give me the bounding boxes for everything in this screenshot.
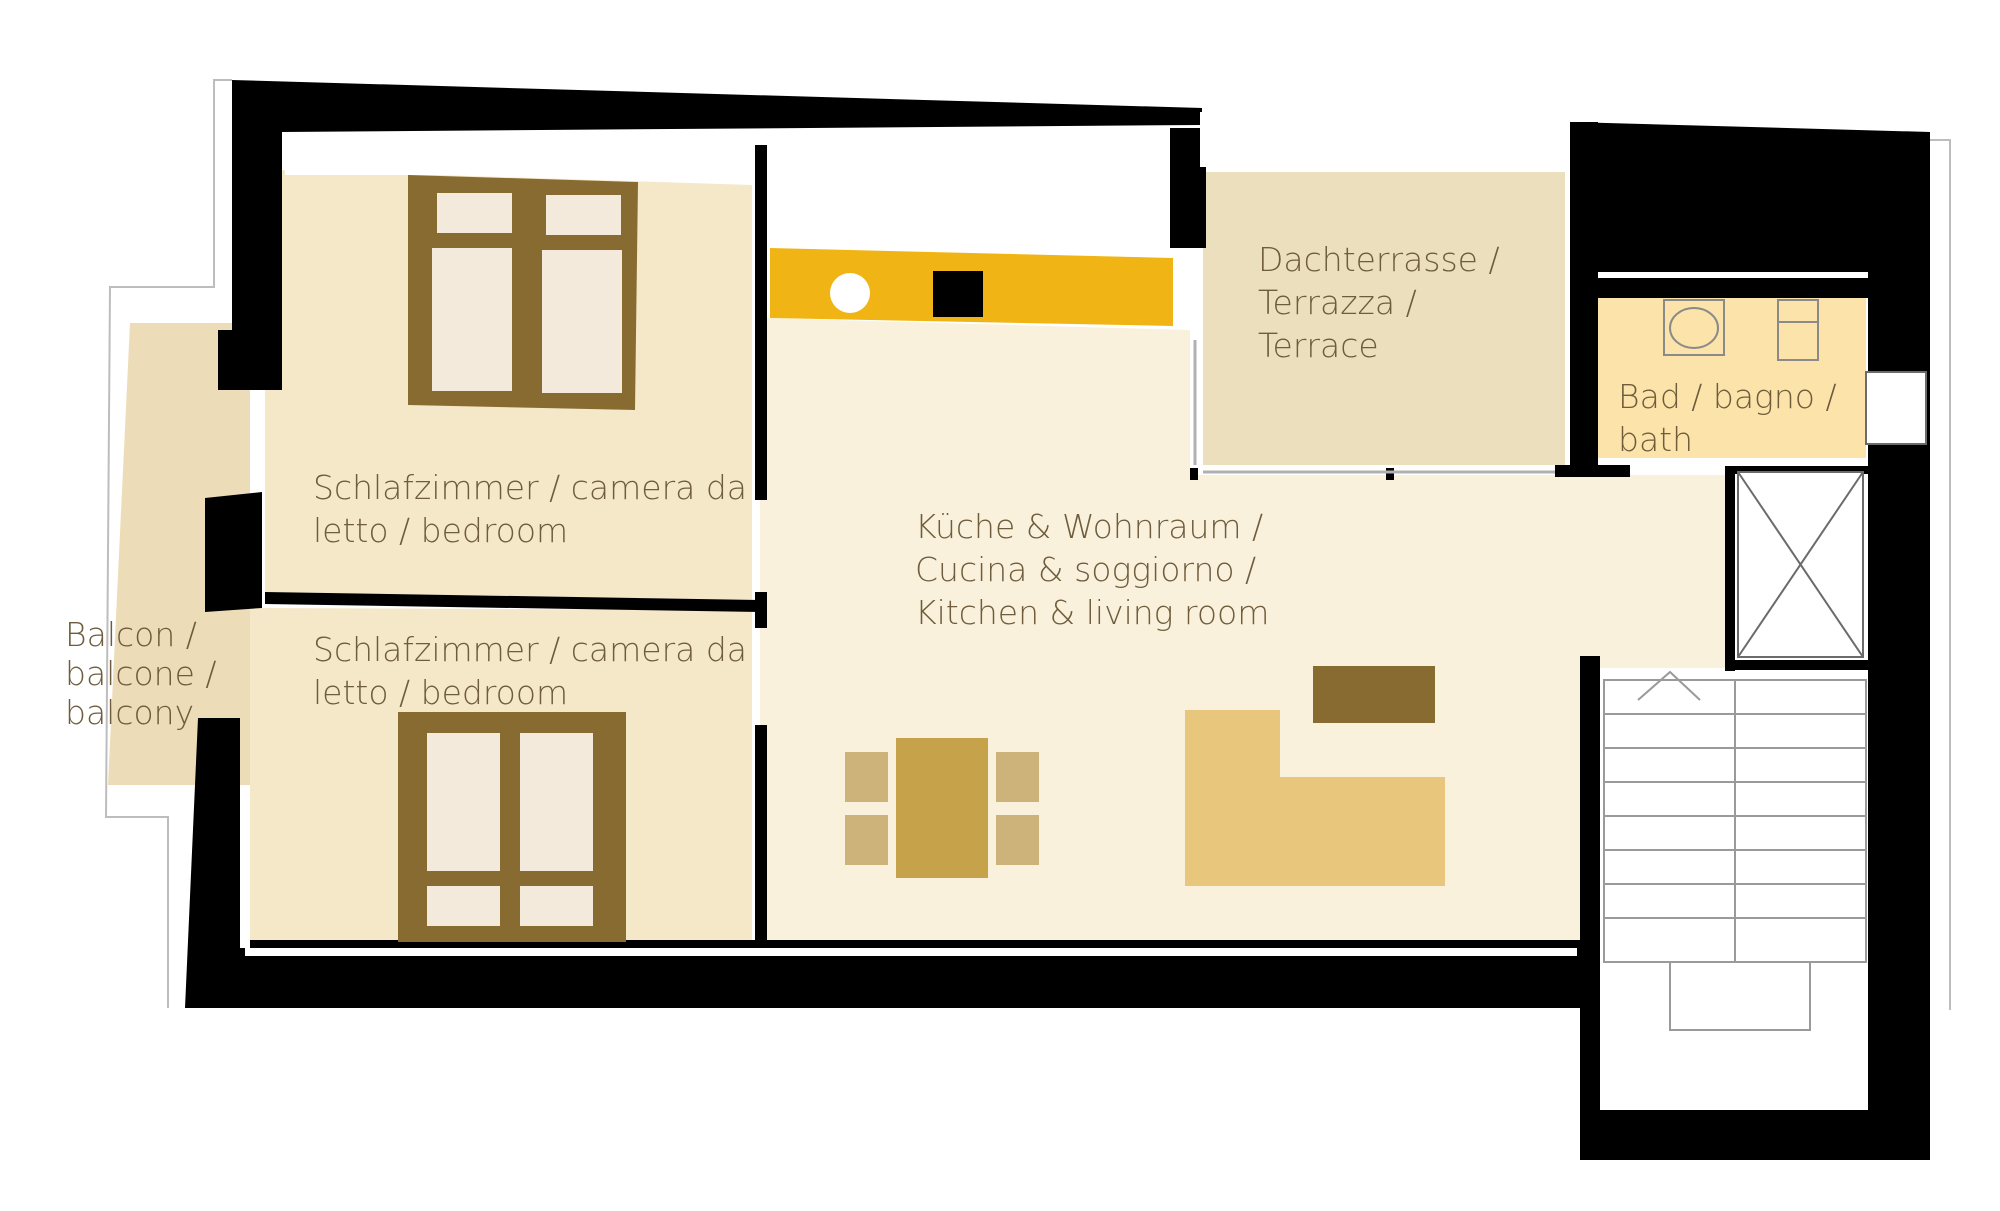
sofa: [1185, 710, 1445, 886]
balcony-label-line1: Balcon /: [65, 615, 197, 654]
living-room-label: Küche & Wohnraum / Cucina & soggiorno / …: [915, 505, 1269, 634]
terrace-floor: [1203, 172, 1565, 465]
shower-icon: [1737, 471, 1864, 658]
living-room-label-line2: Cucina & soggiorno /: [915, 550, 1257, 589]
toilet-icon: [1777, 299, 1819, 361]
chair: [845, 815, 888, 865]
living-room-label-line3: Kitchen & living room: [915, 593, 1270, 632]
terrace-parapet: [1200, 112, 1565, 167]
bed-top: [408, 175, 638, 410]
balcony-area: [108, 323, 250, 785]
terrace-label-line1: Dachterrasse /: [1258, 240, 1500, 279]
dining-set: [845, 738, 1039, 878]
chair: [996, 752, 1039, 802]
chair: [996, 815, 1039, 865]
chair: [845, 752, 888, 802]
bath-label-line1: Bad / bagno /: [1618, 377, 1837, 416]
balcony-label: Balcon / balcone / balcony: [65, 615, 217, 732]
bedroom-top-label-line2: letto / bedroom: [313, 511, 569, 550]
tv-unit: [1313, 666, 1435, 723]
bed-bottom: [398, 712, 626, 942]
bath-window: [1865, 371, 1927, 445]
terrace-label-line3: Terrace: [1258, 326, 1379, 365]
bath-label: Bad / bagno / bath: [1618, 375, 1837, 461]
bedroom-bottom-label-line1: Schlafzimmer / camera da: [313, 630, 748, 669]
bedroom-bottom-label: Schlafzimmer / camera da letto / bedroom: [313, 628, 747, 714]
terrace-label-line2: Terrazza /: [1258, 283, 1417, 322]
balcony-label-line2: balcone /: [65, 654, 217, 693]
bath-label-line2: bath: [1618, 420, 1694, 459]
stove-icon: [933, 271, 983, 317]
window-strip-bottom: [245, 948, 1577, 956]
bath-floor: [1598, 298, 1866, 458]
washbasin-icon: [1663, 299, 1725, 356]
bedroom-bottom-label-line2: letto / bedroom: [313, 673, 569, 712]
dining-table: [896, 738, 988, 878]
sink-icon: [830, 273, 870, 313]
terrace-label: Dachterrasse / Terrazza / Terrace: [1258, 238, 1500, 367]
window-strip-top-mid: [770, 148, 1170, 243]
balcony-label-line3: balcony: [65, 693, 195, 732]
bedroom-top-label-line1: Schlafzimmer / camera da: [313, 468, 748, 507]
window-strip-top-left: [285, 135, 750, 175]
living-room-label-line1: Küche & Wohnraum /: [915, 507, 1264, 546]
bedroom-top-label: Schlafzimmer / camera da letto / bedroom: [313, 466, 747, 552]
staircase: [1603, 670, 1867, 1031]
walls: [185, 80, 1930, 1160]
outline-lines: [104, 79, 1951, 1010]
